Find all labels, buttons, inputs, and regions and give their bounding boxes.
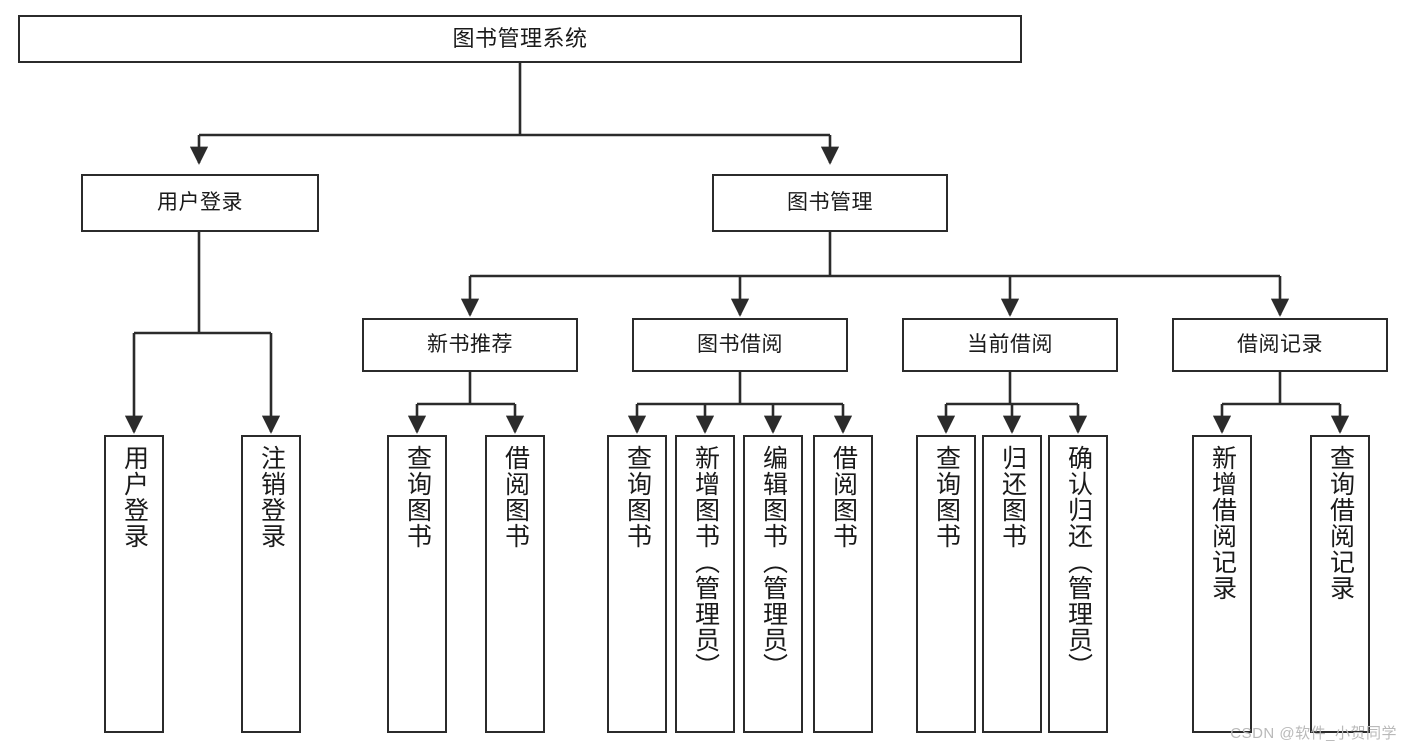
node-label: 归还图书 bbox=[998, 445, 1027, 549]
node-leaf-confirm-return[interactable]: 确认归还（管理员） bbox=[1048, 435, 1108, 733]
node-borrow-record[interactable]: 借阅记录 bbox=[1172, 318, 1388, 372]
node-label: 注销登录 bbox=[257, 445, 286, 549]
node-book-manage[interactable]: 图书管理 bbox=[712, 174, 948, 232]
node-label: 编辑图书（管理员） bbox=[759, 445, 788, 679]
node-label: 查询图书 bbox=[623, 445, 652, 549]
node-leaf-borrow-book-1[interactable]: 借阅图书 bbox=[485, 435, 545, 733]
node-new-book-recommend[interactable]: 新书推荐 bbox=[362, 318, 578, 372]
node-label: 查询图书 bbox=[403, 445, 432, 549]
node-label: 查询借阅记录 bbox=[1326, 445, 1355, 601]
node-label: 确认归还（管理员） bbox=[1064, 445, 1093, 679]
node-leaf-borrow-book-2[interactable]: 借阅图书 bbox=[813, 435, 873, 733]
node-user-login[interactable]: 用户登录 bbox=[81, 174, 319, 232]
node-current-borrow[interactable]: 当前借阅 bbox=[902, 318, 1118, 372]
node-label: 新书推荐 bbox=[427, 333, 513, 357]
node-leaf-query-book-2[interactable]: 查询图书 bbox=[607, 435, 667, 733]
node-leaf-query-borrow-record[interactable]: 查询借阅记录 bbox=[1310, 435, 1370, 733]
node-book-borrow[interactable]: 图书借阅 bbox=[632, 318, 848, 372]
node-label: 借阅图书 bbox=[501, 445, 530, 549]
node-label: 当前借阅 bbox=[967, 333, 1053, 357]
node-leaf-add-book[interactable]: 新增图书（管理员） bbox=[675, 435, 735, 733]
node-leaf-query-book-3[interactable]: 查询图书 bbox=[916, 435, 976, 733]
node-label: 用户登录 bbox=[120, 445, 149, 549]
node-label: 图书管理系统 bbox=[452, 25, 588, 51]
node-label: 图书借阅 bbox=[697, 333, 783, 357]
node-root-system[interactable]: 图书管理系统 bbox=[18, 15, 1022, 63]
node-leaf-query-book-1[interactable]: 查询图书 bbox=[387, 435, 447, 733]
watermark: CSDN @软件_小贺同学 bbox=[1230, 725, 1397, 742]
node-label: 新增借阅记录 bbox=[1208, 445, 1237, 601]
node-leaf-return-book[interactable]: 归还图书 bbox=[982, 435, 1042, 733]
node-leaf-user-login[interactable]: 用户登录 bbox=[104, 435, 164, 733]
node-leaf-add-borrow-record[interactable]: 新增借阅记录 bbox=[1192, 435, 1252, 733]
node-label: 借阅图书 bbox=[829, 445, 858, 549]
node-label: 图书管理 bbox=[787, 191, 873, 215]
node-leaf-edit-book[interactable]: 编辑图书（管理员） bbox=[743, 435, 803, 733]
node-label: 新增图书（管理员） bbox=[691, 445, 720, 679]
node-leaf-logout-login[interactable]: 注销登录 bbox=[241, 435, 301, 733]
node-label: 借阅记录 bbox=[1237, 333, 1323, 357]
node-label: 查询图书 bbox=[932, 445, 961, 549]
node-label: 用户登录 bbox=[157, 191, 243, 215]
